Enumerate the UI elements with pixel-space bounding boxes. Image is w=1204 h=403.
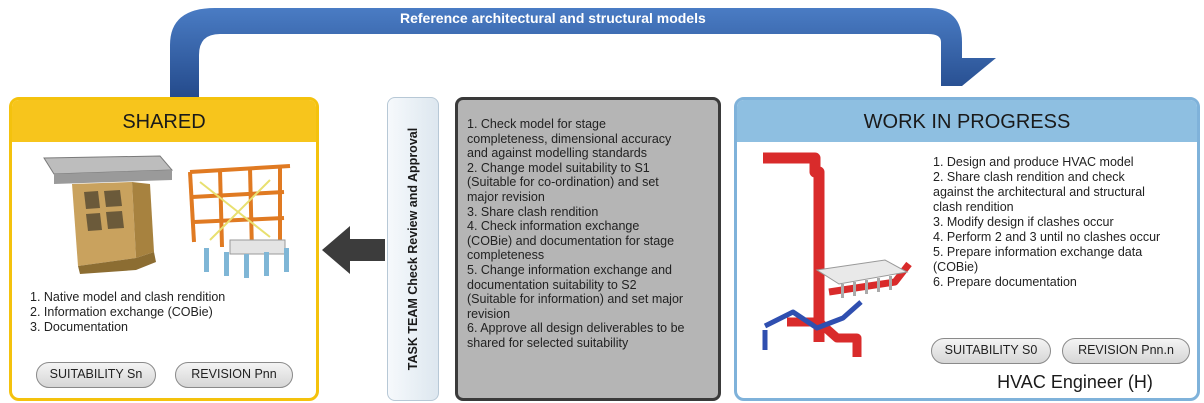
shared-revision-badge: REVISION Pnn: [175, 362, 293, 388]
list-item: 3. Modify design if clashes occur: [933, 215, 1114, 229]
work-in-progress-panel: WORK IN PROGRESS 1. Design and produce H…: [734, 97, 1200, 401]
shared-title: SHARED: [12, 100, 316, 142]
list-item: 5. Change information exchange and: [467, 262, 673, 277]
list-item: revision: [467, 306, 511, 321]
architectural-model-image: [43, 155, 174, 274]
list-item: documentation suitability to S2: [467, 277, 637, 292]
list-item: (COBie) and documentation for stage: [467, 233, 675, 248]
list-item: clash rendition: [933, 200, 1014, 214]
list-item: 6. Approve all design deliverables to be: [467, 321, 685, 336]
list-item: (Suitable for information) and set major: [467, 292, 684, 307]
list-item: completeness, dimensional accuracy: [467, 131, 672, 146]
task-team-steps-box: 1. Check model for stage completeness, d…: [455, 97, 721, 401]
hvac-model-image: [762, 152, 912, 357]
list-item: against the architectural and structural: [933, 185, 1145, 199]
structural-model-image: [188, 164, 291, 278]
left-arrow: [322, 226, 385, 274]
list-item: shared for selected suitability: [467, 335, 629, 350]
shared-suitability-badge: SUITABILITY Sn: [36, 362, 156, 388]
list-item: 1. Native model and clash rendition: [30, 290, 226, 304]
reference-arrow-label: Reference architectural and structural m…: [400, 10, 706, 26]
task-team-tab: TASK TEAM Check Review and Approval: [387, 97, 439, 401]
list-item: 5. Prepare information exchange data: [933, 245, 1143, 259]
list-item: completeness: [467, 248, 545, 263]
list-item: 2. Change model suitability to S1: [467, 160, 650, 175]
list-item: 4. Check information exchange: [467, 219, 640, 234]
list-item: 6. Prepare documentation: [933, 275, 1077, 289]
wip-suitability-badge: SUITABILITY S0: [931, 338, 1051, 364]
wip-revision-badge: REVISION Pnn.n: [1062, 338, 1190, 364]
reference-arrow-body: [170, 8, 996, 100]
list-item: 1. Design and produce HVAC model: [933, 155, 1134, 169]
list-item: 3. Documentation: [30, 320, 128, 334]
task-team-label: TASK TEAM Check Review and Approval: [406, 127, 420, 371]
list-item: (Suitable for co-ordination) and set: [467, 175, 659, 190]
list-item: 2. Information exchange (COBie): [30, 305, 213, 319]
list-item: 3. Share clash rendition: [467, 204, 599, 219]
list-item: (COBie): [933, 260, 979, 274]
shared-panel: SHARED: [9, 97, 319, 401]
list-item: major revision: [467, 189, 545, 204]
work-in-progress-title: WORK IN PROGRESS: [737, 100, 1197, 142]
shared-deliverables-list: 1. Native model and clash rendition 2. I…: [30, 290, 310, 335]
list-item: and against modelling standards: [467, 146, 647, 161]
role-label: HVAC Engineer (H): [997, 372, 1153, 392]
list-item: 2. Share clash rendition and check: [933, 170, 1125, 184]
task-team-steps-list: 1. Check model for stage completeness, d…: [467, 117, 715, 351]
work-in-progress-tasks-list: 1. Design and produce HVAC model 2. Shar…: [933, 155, 1195, 290]
list-item: 4. Perform 2 and 3 until no clashes occu…: [933, 230, 1161, 244]
list-item: 1. Check model for stage: [467, 117, 606, 131]
